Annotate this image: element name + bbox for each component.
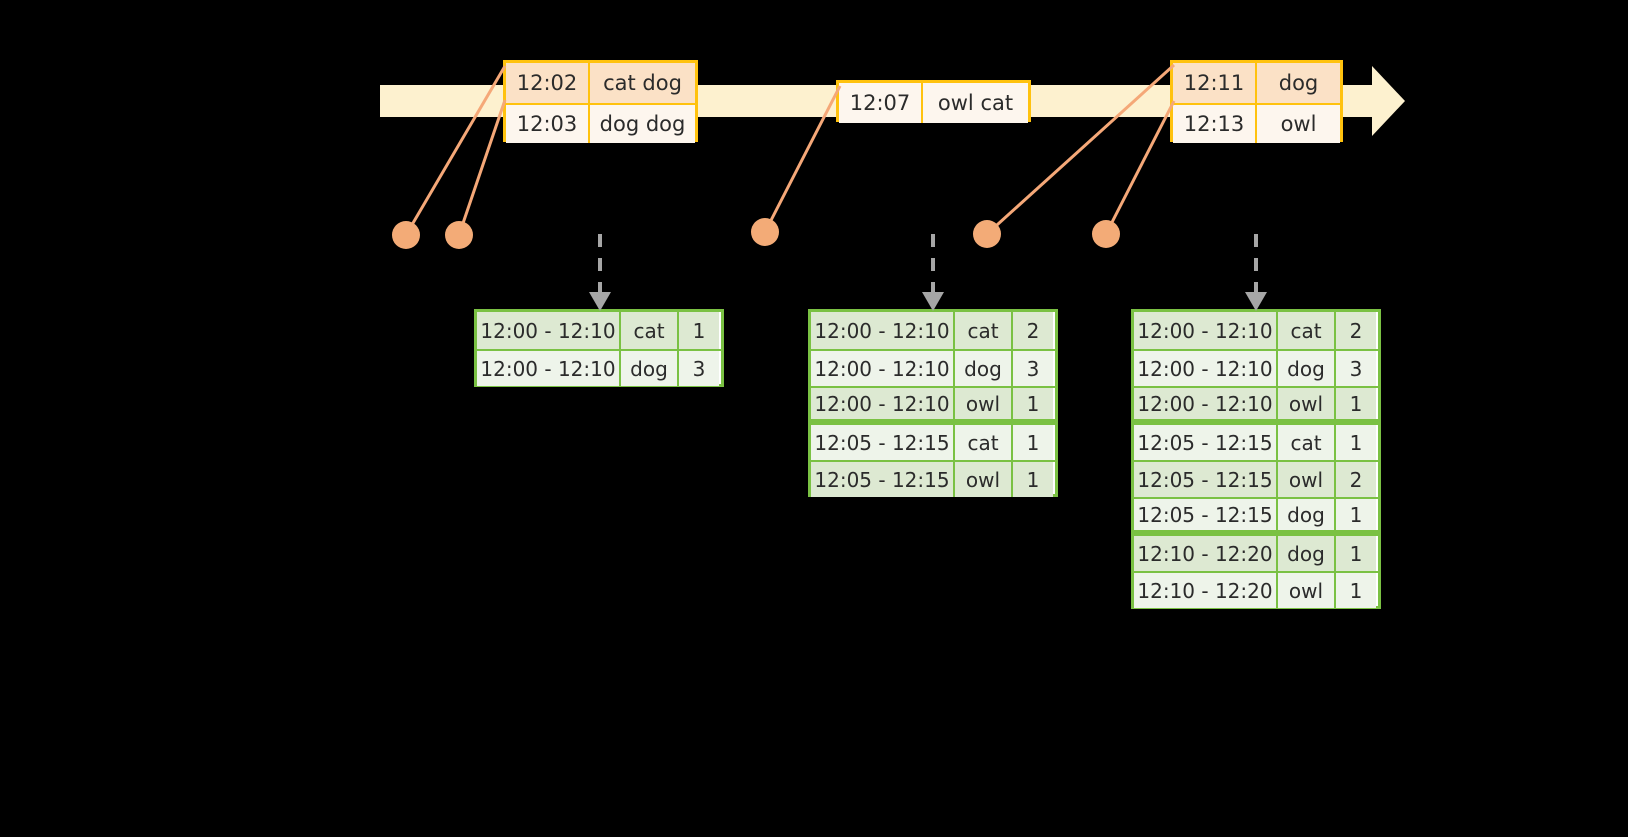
connector-dot-5: [1092, 220, 1120, 248]
cell-window: 12:00 - 12:10: [811, 388, 955, 419]
cell-count: 1: [1013, 388, 1053, 419]
table-row: 12:00 - 12:10 dog 3: [1134, 349, 1378, 386]
table-row: 12:00 - 12:10 dog 3: [477, 349, 721, 386]
cell-window: 12:00 - 12:10: [477, 351, 621, 386]
cell-window: 12:10 - 12:20: [1134, 536, 1278, 571]
table-row: 12:05 - 12:15 cat 1: [811, 423, 1055, 460]
cell-window: 12:00 - 12:10: [811, 351, 955, 386]
cell-window: 12:00 - 12:10: [811, 312, 955, 349]
event-time: 12:13: [1173, 105, 1257, 143]
connector-dot-3: [751, 218, 779, 246]
event-words: owl cat: [923, 83, 1028, 123]
event-group-1: 12:02 cat dog 12:03 dog dog: [503, 60, 698, 143]
cell-word: owl: [1278, 388, 1336, 419]
result-table-2: 12:00 - 12:10 cat 2 12:00 - 12:10 dog 3 …: [808, 309, 1058, 497]
cell-count: 3: [1336, 351, 1376, 386]
table-row: 12:05 - 12:15 dog 1: [1134, 497, 1378, 534]
event-time: 12:02: [506, 63, 590, 103]
connector-dot-1: [392, 221, 420, 249]
cell-word: cat: [621, 312, 679, 349]
result-table-1: 12:00 - 12:10 cat 1 12:00 - 12:10 dog 3: [474, 309, 724, 387]
event-row: 12:07 owl cat: [839, 83, 1028, 123]
cell-window: 12:00 - 12:10: [477, 312, 621, 349]
table-row: 12:05 - 12:15 owl 1: [811, 460, 1055, 497]
cell-window: 12:00 - 12:10: [1134, 388, 1278, 419]
event-row: 12:11 dog: [1173, 63, 1340, 103]
cell-window: 12:05 - 12:15: [1134, 499, 1278, 530]
table-row: 12:10 - 12:20 dog 1: [1134, 534, 1378, 571]
timeline-bar-mid-1: [692, 85, 842, 117]
table-row: 12:00 - 12:10 cat 2: [811, 312, 1055, 349]
connector-dot-2: [445, 221, 473, 249]
cell-count: 1: [1013, 425, 1053, 460]
flow-arrow-3: [1245, 234, 1267, 311]
event-words: cat dog: [590, 63, 695, 103]
table-row: 12:05 - 12:15 cat 1: [1134, 423, 1378, 460]
cell-count: 1: [1336, 499, 1376, 530]
cell-count: 1: [1336, 536, 1376, 571]
event-time: 12:07: [839, 83, 923, 123]
cell-word: cat: [955, 312, 1013, 349]
cell-count: 3: [1013, 351, 1053, 386]
event-row: 12:13 owl: [1173, 103, 1340, 143]
timeline-bar-right: [1337, 85, 1377, 117]
event-words: dog dog: [590, 105, 695, 143]
cell-count: 1: [1336, 573, 1376, 608]
cell-window: 12:00 - 12:10: [1134, 351, 1278, 386]
table-row: 12:00 - 12:10 cat 2: [1134, 312, 1378, 349]
cell-word: dog: [1278, 499, 1336, 530]
cell-word: owl: [955, 462, 1013, 497]
cell-word: cat: [1278, 312, 1336, 349]
event-time: 12:11: [1173, 63, 1257, 103]
cell-count: 2: [1336, 312, 1376, 349]
table-row: 12:00 - 12:10 cat 1: [477, 312, 721, 349]
event-row: 12:02 cat dog: [506, 63, 695, 103]
event-words: owl: [1257, 105, 1340, 143]
cell-window: 12:05 - 12:15: [811, 425, 955, 460]
table-row: 12:00 - 12:10 owl 1: [1134, 386, 1378, 423]
cell-count: 1: [1013, 462, 1053, 497]
cell-word: cat: [955, 425, 1013, 460]
cell-word: dog: [621, 351, 679, 386]
cell-word: owl: [1278, 573, 1336, 608]
cell-count: 3: [679, 351, 719, 386]
event-group-3: 12:11 dog 12:13 owl: [1170, 60, 1343, 143]
event-words: dog: [1257, 63, 1340, 103]
table-row: 12:00 - 12:10 owl 1: [811, 386, 1055, 423]
timeline-bar-mid-2: [1025, 85, 1177, 117]
flow-arrow-2: [922, 234, 944, 311]
timeline-bar-left: [380, 85, 510, 117]
cell-window: 12:05 - 12:15: [1134, 425, 1278, 460]
cell-count: 2: [1336, 462, 1376, 497]
cell-count: 2: [1013, 312, 1053, 349]
cell-word: dog: [1278, 351, 1336, 386]
table-row: 12:00 - 12:10 dog 3: [811, 349, 1055, 386]
cell-window: 12:00 - 12:10: [1134, 312, 1278, 349]
cell-window: 12:05 - 12:15: [811, 462, 955, 497]
flow-arrow-1: [589, 234, 611, 311]
event-row: 12:03 dog dog: [506, 103, 695, 143]
cell-count: 1: [1336, 425, 1376, 460]
cell-window: 12:10 - 12:20: [1134, 573, 1278, 608]
table-row: 12:10 - 12:20 owl 1: [1134, 571, 1378, 608]
cell-word: dog: [1278, 536, 1336, 571]
table-row: 12:05 - 12:15 owl 2: [1134, 460, 1378, 497]
cell-word: cat: [1278, 425, 1336, 460]
event-time: 12:03: [506, 105, 590, 143]
cell-word: owl: [1278, 462, 1336, 497]
connector-dot-4: [973, 220, 1001, 248]
connector-line-2: [457, 99, 507, 236]
cell-count: 1: [679, 312, 719, 349]
event-group-2: 12:07 owl cat: [836, 80, 1031, 123]
cell-window: 12:05 - 12:15: [1134, 462, 1278, 497]
connector-line-5: [1104, 100, 1176, 235]
result-table-3: 12:00 - 12:10 cat 2 12:00 - 12:10 dog 3 …: [1131, 309, 1381, 609]
cell-count: 1: [1336, 388, 1376, 419]
cell-word: owl: [955, 388, 1013, 419]
cell-word: dog: [955, 351, 1013, 386]
